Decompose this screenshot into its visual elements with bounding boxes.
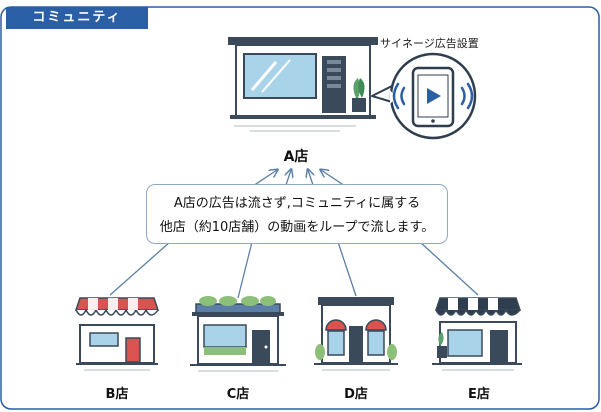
play-icon (427, 88, 441, 104)
message-box (146, 184, 448, 244)
store-a-label: A店 (283, 149, 309, 165)
broadcast-waves-icon (392, 82, 474, 110)
store-b-illustration (74, 297, 160, 371)
message-line-1: A店の広告は流さず,コミュニティに属する (173, 196, 421, 211)
community-tag: コミュニティ (6, 7, 148, 29)
store-d-label: D店 (344, 387, 368, 402)
store-c-illustration (190, 296, 286, 372)
store-a-illustration (228, 37, 378, 132)
signage-label: サイネージ広告設置 (380, 37, 479, 50)
store-b-label: B店 (105, 387, 129, 402)
store-d-illustration (314, 297, 398, 371)
connectors-to-stores (109, 241, 479, 299)
store-e-illustration (432, 297, 522, 371)
store-c-label: C店 (226, 387, 250, 402)
message-line-2: 他店（約10店舗）の動画をループで流します。 (159, 220, 435, 235)
store-e-label: E店 (468, 387, 490, 402)
community-frame (0, 6, 600, 410)
